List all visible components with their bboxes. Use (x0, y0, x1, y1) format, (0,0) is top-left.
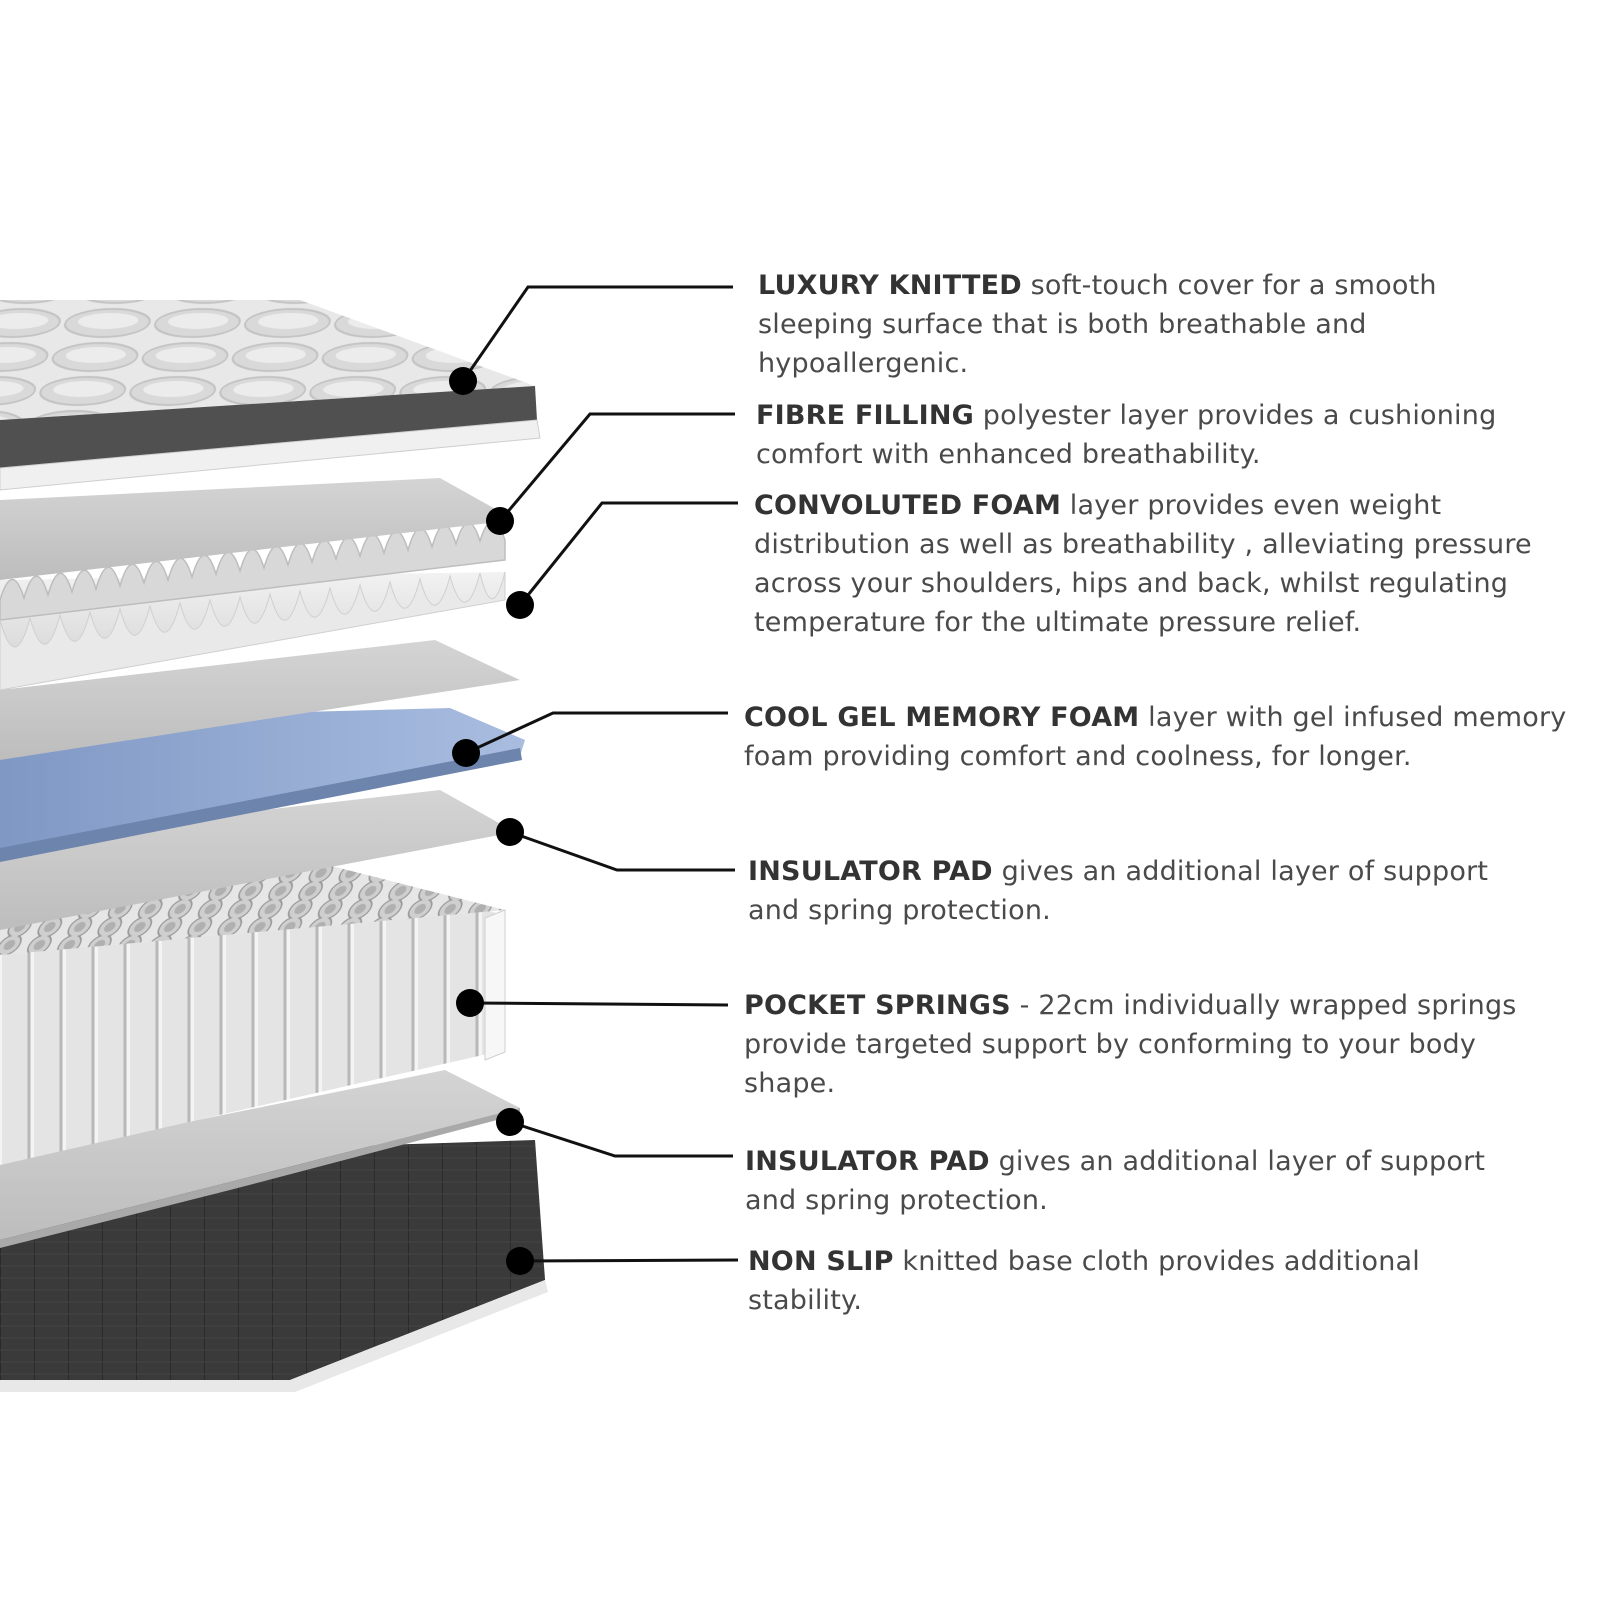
text-convoluted-foam: layer provides even weight distribution … (754, 490, 1532, 638)
label-non-slip: NON SLIP knitted base cloth provides add… (748, 1242, 1538, 1320)
text-insulator-pad-1: gives an additional layer of support and… (748, 856, 1489, 926)
title-insulator-pad-1: INSULATOR PAD (748, 856, 993, 887)
text-fibre-filling: polyester layer provides a cushioning co… (756, 400, 1497, 470)
text-luxury-knitted: soft-touch cover for a smooth sleeping s… (758, 270, 1437, 379)
cool-gel-layer (0, 708, 525, 862)
label-convoluted-foam: CONVOLUTED FOAM layer provides even weig… (754, 486, 1554, 642)
label-fibre-filling: FIBRE FILLING polyester layer provides a… (756, 396, 1576, 474)
callout-dots (449, 367, 534, 1275)
dot-insulator-pad-2 (496, 1108, 524, 1136)
dot-insulator-pad-1 (496, 818, 524, 846)
leader-insulator-pad-1 (509, 830, 735, 872)
leader-convoluted-foam (518, 501, 738, 606)
label-insulator-pad-2: INSULATOR PAD gives an additional layer … (745, 1142, 1505, 1220)
text-pocket-springs: - 22cm individually wrapped springs prov… (744, 990, 1517, 1099)
leader-luxury-knitted (461, 285, 733, 382)
leader-non-slip (519, 1258, 739, 1263)
label-pocket-springs: POCKET SPRINGS - 22cm individually wrapp… (744, 986, 1574, 1103)
title-fibre-filling: FIBRE FILLING (756, 400, 975, 431)
title-insulator-pad-2: INSULATOR PAD (745, 1146, 990, 1177)
dot-pocket-springs (456, 989, 484, 1017)
leader-fibre-filling (498, 412, 735, 522)
title-convoluted-foam: CONVOLUTED FOAM (754, 490, 1062, 521)
title-non-slip: NON SLIP (748, 1246, 894, 1277)
support-pad-layer (0, 640, 520, 760)
leader-cool-gel (465, 711, 728, 755)
luxury-knitted-cover-layer (0, 300, 541, 491)
fibre-filling-layer (0, 478, 515, 580)
label-cool-gel: COOL GEL MEMORY FOAM layer with gel infu… (744, 698, 1574, 776)
dot-convoluted-foam (506, 591, 534, 619)
dot-cool-gel (452, 739, 480, 767)
text-non-slip: knitted base cloth provides additional s… (748, 1246, 1421, 1316)
text-insulator-pad-2: gives an additional layer of support and… (745, 1146, 1486, 1216)
title-cool-gel: COOL GEL MEMORY FOAM (744, 702, 1140, 733)
insulator-pad-2-layer (0, 1070, 520, 1248)
label-luxury-knitted: LUXURY KNITTED soft-touch cover for a sm… (758, 266, 1558, 383)
title-luxury-knitted: LUXURY KNITTED (758, 270, 1022, 301)
leader-insulator-pad-2 (509, 1120, 733, 1158)
convoluted-foam-layer (0, 520, 506, 691)
dot-fibre-filling (486, 507, 514, 535)
title-pocket-springs: POCKET SPRINGS (744, 990, 1011, 1021)
dot-non-slip (506, 1247, 534, 1275)
label-insulator-pad-1: INSULATOR PAD gives an additional layer … (748, 852, 1508, 930)
dot-luxury-knitted (449, 367, 477, 395)
text-cool-gel: layer with gel infused memory foam provi… (744, 702, 1567, 772)
leader-lines (461, 285, 739, 1263)
insulator-pad-1-layer (0, 790, 515, 930)
leader-pocket-springs (469, 1001, 729, 1007)
